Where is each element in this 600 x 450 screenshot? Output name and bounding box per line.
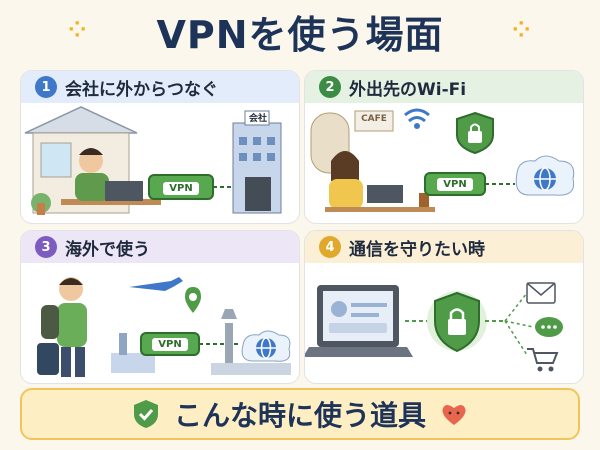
secure-traffic-illustration	[305, 282, 563, 372]
sparkle-right-icon: ⁘	[512, 18, 531, 43]
travel-illustration	[37, 277, 291, 377]
heart-icon	[442, 405, 466, 425]
vpn-tunnel: VPN	[149, 175, 213, 201]
vpn-label: VPN	[437, 177, 473, 191]
sparkle-left-icon: ⁘	[68, 18, 87, 43]
panel-office-remote: 1 会社に外からつなぐ 会社 VPN	[20, 70, 300, 224]
vpn-tunnel: VPN	[141, 333, 199, 355]
panel-illustration: VPN	[21, 263, 299, 383]
panel-number: 2	[319, 76, 341, 98]
building-sign: 会社	[248, 114, 267, 124]
panel-overseas: 3 海外で使う VPN	[20, 230, 300, 384]
panel-header: 3 海外で使う	[21, 231, 299, 263]
vpn-label: VPN	[163, 181, 199, 195]
panel-illustration	[305, 263, 583, 383]
shield-check-icon	[133, 400, 158, 428]
cafe-illustration	[310, 108, 575, 212]
vpn-tunnel: VPN	[425, 173, 485, 195]
page-title: VPNを使う場面	[156, 13, 444, 57]
panel-header: 1 会社に外からつなぐ	[21, 71, 299, 103]
cafe-sign: CAFE	[361, 114, 387, 124]
panel-illustration: 会社 VPN	[21, 103, 299, 223]
footer-banner: こんな時に使う道具	[20, 388, 580, 440]
panel-number: 3	[35, 236, 57, 258]
panel-title: 会社に外からつなぐ	[65, 79, 218, 100]
footer-text: こんな時に使う道具	[173, 399, 426, 432]
panel-number: 1	[35, 76, 57, 98]
panel-public-wifi: 2 外出先のWi-Fi CAFE VPN	[304, 70, 584, 224]
vpn-label: VPN	[152, 337, 188, 351]
panel-title: 海外で使う	[65, 239, 150, 260]
panel-header: 2 外出先のWi-Fi	[305, 71, 583, 103]
panel-illustration: CAFE VPN	[305, 103, 583, 223]
panel-header: 4 通信を守りたい時	[305, 231, 583, 263]
panel-title: 通信を守りたい時	[349, 239, 485, 260]
panel-protect-traffic: 4 通信を守りたい時	[304, 230, 584, 384]
panel-title: 外出先のWi-Fi	[349, 79, 467, 100]
panel-number: 4	[319, 236, 341, 258]
